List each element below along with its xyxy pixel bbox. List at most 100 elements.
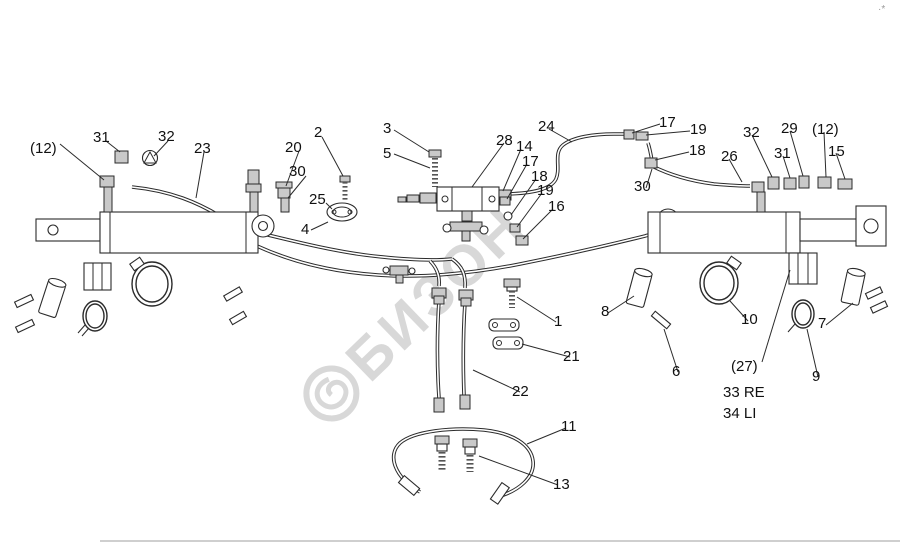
- part-label: 3: [383, 120, 391, 137]
- leader: [521, 343, 571, 358]
- clamp-21-lower: [492, 336, 524, 350]
- leader: [478, 455, 559, 486]
- hose-26: [651, 164, 751, 188]
- right-cylinder-body: [647, 211, 801, 254]
- small-pin: [228, 310, 248, 326]
- part-label: 32: [158, 128, 175, 145]
- part-label: 11: [561, 418, 577, 435]
- part-label: 16: [548, 198, 565, 215]
- leader: [645, 168, 653, 189]
- right-port-stem: [756, 191, 766, 213]
- leader: [729, 300, 749, 322]
- part-label: 13: [553, 476, 570, 493]
- clamp-large-left: [131, 261, 173, 307]
- part-label: 31: [774, 145, 791, 162]
- leader: [502, 148, 522, 192]
- part-label: 7: [818, 315, 826, 332]
- leader: [548, 128, 573, 143]
- leader: [325, 202, 333, 210]
- part-label: 30: [289, 163, 306, 180]
- left-port-stem: [103, 186, 113, 213]
- part-label: 32: [743, 124, 760, 141]
- part-label: 10: [741, 311, 758, 328]
- left-port-elbow: [99, 175, 115, 188]
- part-label: 4: [301, 221, 309, 238]
- leader: [321, 136, 344, 177]
- leader: [728, 158, 743, 183]
- watermark: БИЗОН: [303, 193, 538, 422]
- sleeve-right: [788, 252, 818, 285]
- leader: [522, 208, 554, 240]
- fitting-20: [275, 181, 293, 189]
- leader: [825, 302, 854, 326]
- center-manifold: [382, 129, 658, 284]
- small-pin: [14, 318, 36, 334]
- part-label: 18: [531, 168, 548, 185]
- leader: [195, 151, 205, 199]
- fitting-13a-head: [434, 435, 450, 445]
- part-label: 26: [721, 148, 738, 165]
- fitting-32-left: [141, 149, 159, 167]
- left-rod-eye: [47, 224, 59, 236]
- left-top-fitting: [247, 169, 260, 185]
- right-rod-bar: [799, 218, 859, 242]
- part-label: 18: [689, 142, 706, 159]
- tee-fitting: [449, 221, 483, 232]
- fitting-31-left: [114, 150, 129, 164]
- fitting-31-right: [783, 177, 797, 190]
- right-cylinder: [647, 175, 887, 254]
- part-label: 15: [828, 143, 845, 160]
- part-label: 31: [93, 129, 110, 146]
- clamp-9: [791, 299, 815, 329]
- leader: [607, 295, 635, 314]
- bolt-2-head: [339, 175, 351, 183]
- bracket-25: [326, 202, 358, 222]
- part-label: 25: [309, 191, 326, 208]
- part-label: 24: [538, 118, 555, 135]
- small-pin: [864, 286, 884, 300]
- part-label: 1: [554, 313, 562, 330]
- fitting-12-right: [817, 176, 832, 189]
- left-rod-bar: [35, 218, 101, 242]
- right-port-elbow: [751, 181, 765, 193]
- clamp-10: [699, 261, 739, 305]
- leader: [510, 178, 537, 216]
- leader: [287, 175, 307, 199]
- fitting-16: [515, 235, 529, 246]
- small-pin: [13, 293, 35, 309]
- fitting-18-center: [503, 211, 513, 221]
- watermark-logo-circle: [303, 365, 360, 422]
- leader: [789, 130, 804, 177]
- fitting-29: [798, 175, 810, 189]
- fitting-13b-head: [462, 438, 478, 448]
- part-label: 6: [672, 363, 680, 380]
- small-pin: [869, 300, 889, 314]
- part-label: 34 LI: [723, 405, 756, 422]
- leader: [806, 328, 819, 378]
- leader: [645, 130, 691, 136]
- part-label: 21: [563, 348, 580, 365]
- fitting-30-left: [280, 197, 290, 213]
- leader: [471, 142, 505, 188]
- part-label: 22: [512, 383, 529, 400]
- leader: [105, 140, 121, 153]
- leader: [516, 192, 543, 228]
- part-label: 33 RE: [723, 384, 765, 401]
- watermark-logo-swirl: [314, 376, 349, 410]
- leader: [516, 296, 557, 323]
- part-label: 20: [285, 139, 302, 156]
- leader: [782, 155, 791, 179]
- left-cylinder: [35, 149, 358, 254]
- leader: [506, 163, 528, 200]
- part-label: 29: [781, 120, 798, 137]
- part-label: 14: [516, 138, 533, 155]
- leader: [751, 134, 773, 178]
- part-label: 19: [690, 121, 707, 138]
- fitting-17-center: [499, 196, 511, 206]
- leader: [59, 143, 105, 181]
- part-label: 17: [659, 114, 676, 131]
- leader: [153, 140, 169, 157]
- part-label: 23: [194, 140, 211, 157]
- leader: [310, 221, 329, 231]
